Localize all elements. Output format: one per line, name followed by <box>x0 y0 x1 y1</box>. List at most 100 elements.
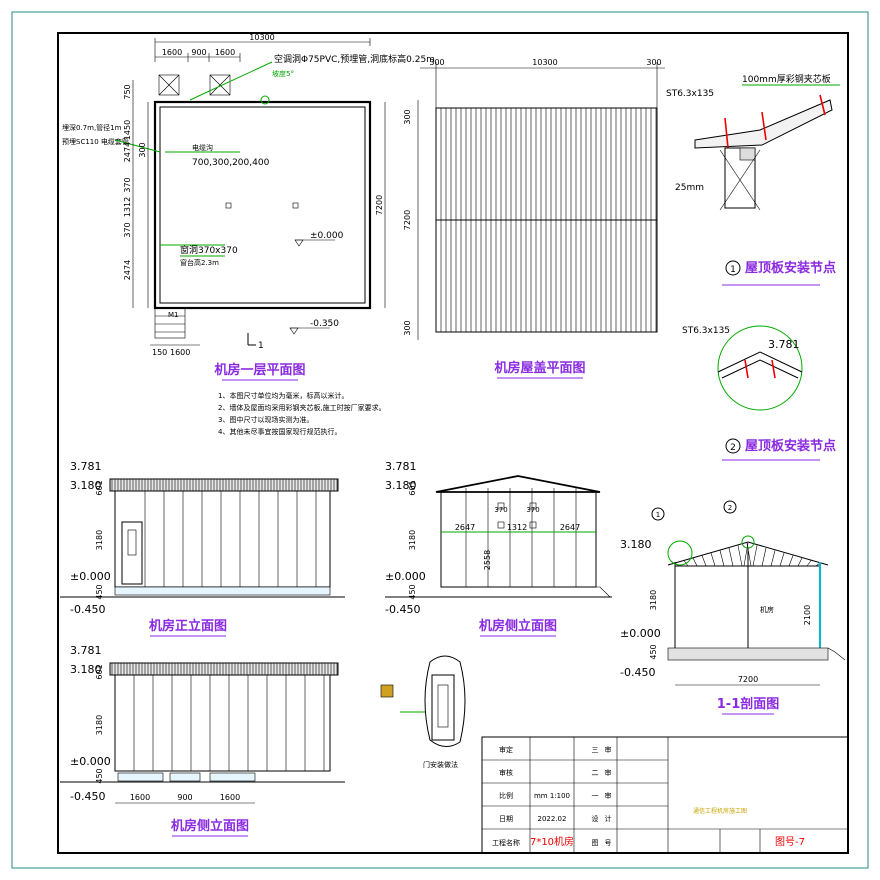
plan-dim-seg-3: 1600 <box>215 48 235 57</box>
titleblock-cell: 7*10机房 <box>530 835 574 848</box>
plan-title: 机房一层平面图 <box>214 362 305 378</box>
plan-note-pit2: 700,300,200,400 <box>192 158 270 168</box>
section-level-0: 3.180 <box>620 538 652 551</box>
plan-dim-seg-1: 1600 <box>162 48 182 57</box>
plan-dim-seg-2: 900 <box>191 48 206 57</box>
roof-dim-mid: 10300 <box>532 58 557 67</box>
section-title: 1-1剖面图 <box>717 696 780 712</box>
titleblock-cell: 审 <box>605 745 612 754</box>
titleblock-cell: 比例 <box>499 791 513 800</box>
plan-dim-bottom-0: 150 <box>152 348 167 357</box>
truss-member <box>746 542 752 567</box>
titleblock-cell: 审定 <box>499 745 513 754</box>
front-dim-0: 601 <box>95 480 104 495</box>
general-notes: 1、本图尺寸单位均为毫米，标高以米计。 2、墙体及屋面均采用彩钢夹芯板,施工时按… <box>218 391 386 436</box>
plan-note-pipe: 空调洞Φ75PVC,预埋管,洞底标高0.25m <box>274 53 435 65</box>
plan-level-minus: -0.350 <box>310 319 339 329</box>
detail1-label-top: 100mm厚彩钢夹芯板 <box>742 73 831 85</box>
front-title: 机房正立面图 <box>149 618 227 634</box>
section-mark-1: 2 <box>728 504 732 512</box>
plan-section-mark: 1 <box>258 341 264 351</box>
detail1-screw: ST6.3x135 <box>666 89 714 99</box>
section-level-2: -0.450 <box>620 666 655 679</box>
detail2-title: 屋顶板安装节点 <box>745 438 836 454</box>
side-vdim: 2558 <box>483 550 492 570</box>
plan-door-mark: M1 <box>168 311 179 319</box>
back-level-1: 3.180 <box>70 663 102 676</box>
truss-member <box>692 557 698 567</box>
section-width: 7200 <box>738 675 758 684</box>
side-elevation: 3.781 3.180 ±0.000 -0.450 601 3180 450 2… <box>385 460 612 637</box>
truss-member <box>788 555 794 567</box>
section-dim-1: 450 <box>649 644 658 659</box>
plan-note-left2: 预埋SC110 电缆套管 <box>62 137 129 146</box>
truss-member <box>797 557 803 567</box>
back-bdim-1: 900 <box>177 793 192 802</box>
side-level-1: 3.180 <box>385 479 417 492</box>
roof-title: 机房屋盖平面图 <box>494 360 585 376</box>
side-hdim-3: 370 <box>526 506 539 514</box>
roof-dim-left: 300 <box>429 58 444 67</box>
titleblock-cell: 审 <box>605 791 612 800</box>
plan-note-left1: 埋深0.7m,管径1m <box>62 123 122 132</box>
titleblock-cell: mm 1:100 <box>534 792 570 800</box>
roof-dim-right: 300 <box>646 58 661 67</box>
front-dim-1: 3180 <box>95 530 104 550</box>
section-h2100: 2100 <box>803 605 812 625</box>
door-detail: 门安装做法 <box>380 655 466 769</box>
back-bdim-0: 1600 <box>130 793 150 802</box>
tb-right-note: 通信工程机房施工图 <box>693 807 747 815</box>
front-level-1: 3.180 <box>70 479 102 492</box>
outer-frame <box>11 11 869 869</box>
note-4: 4、其他未尽事宜按国家现行规范执行。 <box>218 427 341 436</box>
detail2-screw: ST6.3x135 <box>682 326 730 336</box>
plan-dim-left-0: 750 <box>123 84 132 99</box>
back-title: 机房侧立面图 <box>171 818 249 834</box>
back-dim-2: 450 <box>95 768 104 783</box>
plan-dim-left-3: 2474 <box>123 142 132 162</box>
section-1-1: 1 2 3.180 ±0.000 -0.450 3180 450 2100 机房… <box>620 500 846 715</box>
plan-dim-right: 7200 <box>375 195 384 215</box>
side-dim-1: 3180 <box>408 530 417 550</box>
plan-dim-left-6: 370 <box>123 222 132 237</box>
detail1-label-bot: 25mm <box>675 183 704 193</box>
truss-member <box>806 560 812 567</box>
back-bdim-2: 1600 <box>220 793 240 802</box>
truss-member <box>701 555 707 567</box>
section-room: 机房 <box>760 605 774 614</box>
back-level-2: ±0.000 <box>70 755 111 768</box>
truss-member <box>770 550 776 567</box>
titleblock-cell: 审核 <box>499 768 513 777</box>
truss-member <box>737 545 743 567</box>
back-elevation: 3.781 3.180 ±0.000 -0.450 601 3180 450 1… <box>60 644 345 837</box>
side-level-2: ±0.000 <box>385 570 426 583</box>
tb-sheet-no: 图号-7 <box>775 836 805 848</box>
floor-plan: 10300 1600 900 1600 空调洞Φ75PVC,预埋管,洞底标高0.… <box>62 33 435 381</box>
section-mark-0: 1 <box>656 511 660 519</box>
titleblock-cell: 二 <box>592 769 599 777</box>
roof-dim-v-0: 300 <box>403 109 412 124</box>
plan-outer-wall <box>153 100 372 310</box>
roof-dim-v-1: 7200 <box>403 210 412 230</box>
side-dim-0: 601 <box>408 480 417 495</box>
truss-member <box>779 552 785 567</box>
plan-note-slope: 坡度5° <box>272 69 294 78</box>
titleblock-cell: 号 <box>605 839 612 847</box>
plan-inner-wall <box>159 106 366 304</box>
roof-plan: 300 10300 300 300 7200 300 机房屋盖平面图 <box>403 58 665 379</box>
plan-dim-total: 10300 <box>249 33 274 42</box>
plan-dim-left-5: 1312 <box>123 197 132 217</box>
front-level-2: ±0.000 <box>70 570 111 583</box>
door-detail-label: 门安装做法 <box>423 760 458 769</box>
truss-member <box>752 545 758 567</box>
truss-member <box>719 550 725 567</box>
plan-dim-left-2: 300 <box>138 142 147 157</box>
side-hdim-1: 370 <box>494 506 507 514</box>
titleblock-cell: 计 <box>605 814 612 823</box>
plan-level-zero: ±0.000 <box>310 231 344 241</box>
titleblock-cell: 审 <box>605 768 612 777</box>
detail-2: ST6.3x135 3.781 2 屋顶板安装节点 <box>682 325 836 461</box>
